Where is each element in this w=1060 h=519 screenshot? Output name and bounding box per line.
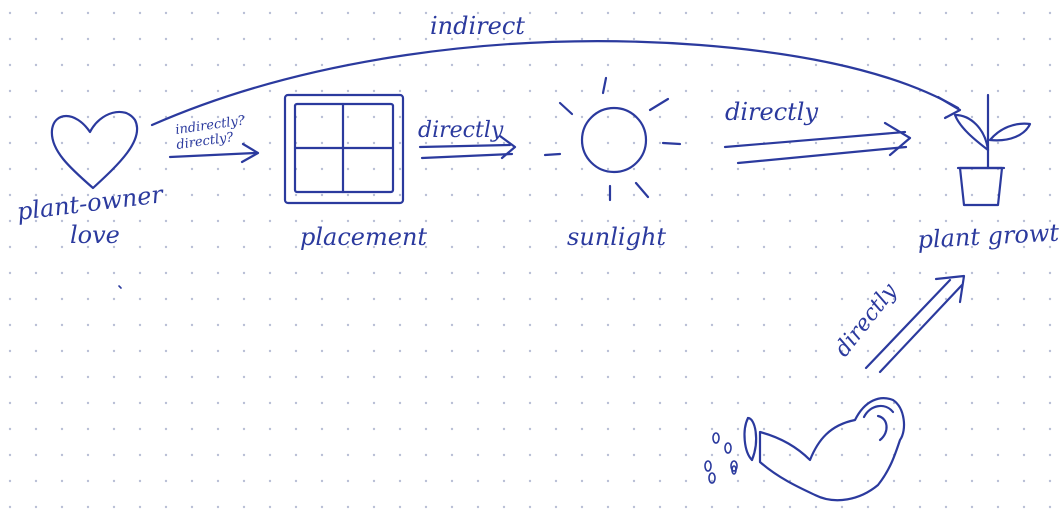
heart-icon bbox=[52, 112, 137, 188]
edge-label-directly-2: directly bbox=[725, 98, 818, 126]
edge-love-to-placement: indirectly? directly? bbox=[170, 113, 258, 162]
stray-mark bbox=[119, 286, 121, 288]
edge-label-directly-3: directly bbox=[830, 279, 903, 362]
edge-placement-to-sunlight: directly bbox=[418, 118, 515, 158]
node-label-love: love bbox=[70, 221, 120, 249]
node-label-placement: placement bbox=[300, 223, 427, 251]
window-icon bbox=[285, 95, 403, 203]
edge-label-indirect: indirect bbox=[430, 12, 525, 40]
watering-can-icon bbox=[705, 398, 904, 500]
edge-water-to-growth: directly bbox=[830, 276, 964, 372]
potted-plant-icon bbox=[955, 95, 1030, 205]
node-label-sunlight: sunlight bbox=[567, 223, 666, 251]
dot-grid bbox=[9, 12, 1051, 508]
edge-sunlight-to-growth: directly bbox=[725, 98, 910, 163]
edge-love-to-growth: indirect bbox=[152, 12, 960, 125]
edge-label-directly-1: directly bbox=[418, 118, 504, 143]
node-label-plant-growth: plant growth bbox=[917, 218, 1060, 254]
sun-icon bbox=[545, 78, 680, 200]
